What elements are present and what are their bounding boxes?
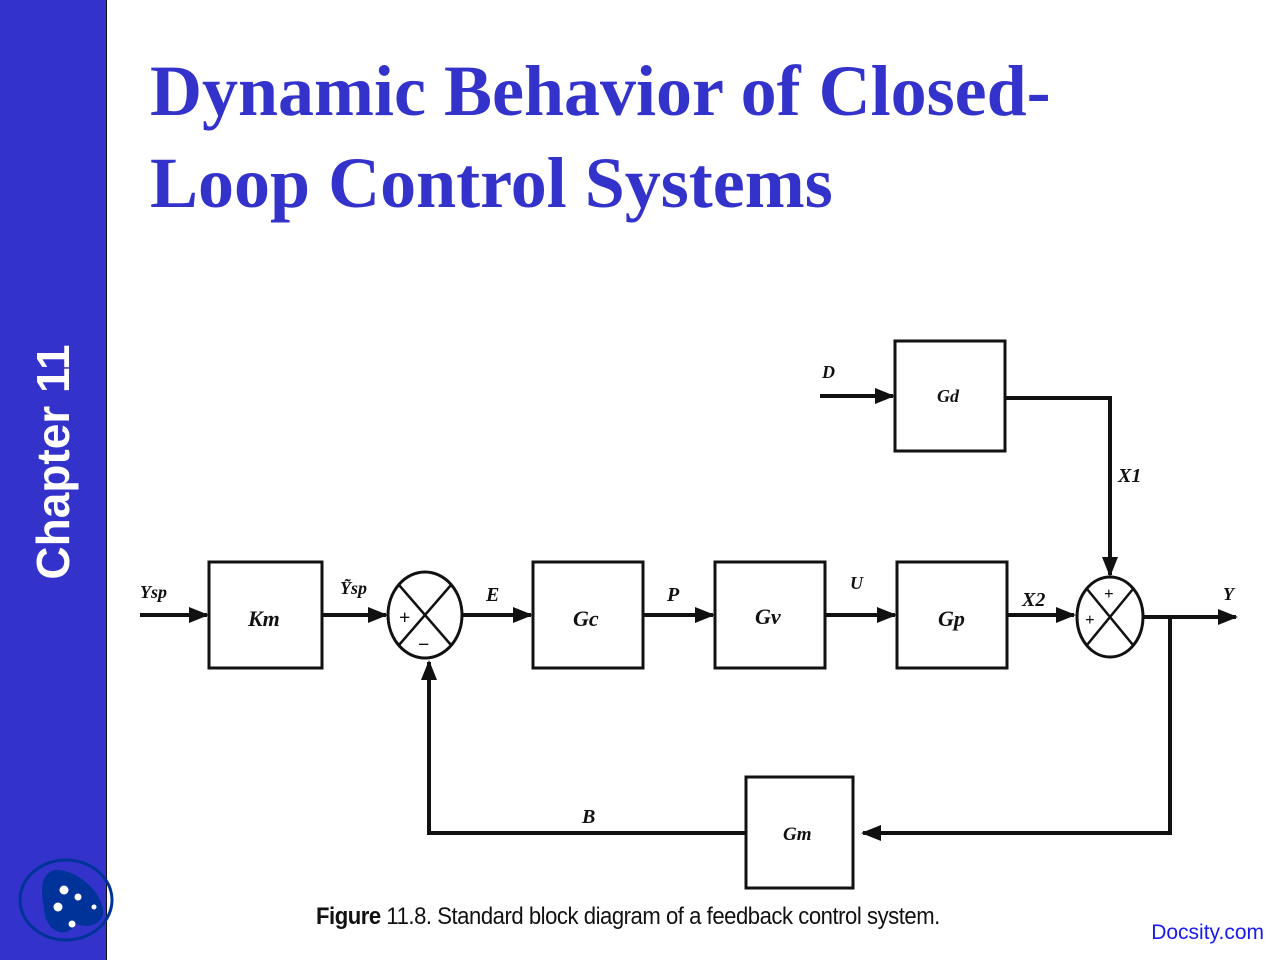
title-line-2: Loop Control Systems: [150, 143, 833, 223]
label-signal-u: U: [850, 573, 864, 593]
signal-line-x1: [1005, 396, 1118, 577]
title-line-1: Dynamic Behavior of Closed-: [150, 51, 1051, 131]
figure-caption: Figure 11.8. Standard block diagram of a…: [316, 903, 940, 931]
label-signal-y: Y: [1223, 584, 1236, 604]
comparator-1-plus-sign: +: [399, 607, 410, 629]
feedback-line-y: [861, 617, 1172, 841]
caption-lead: Figure: [316, 903, 381, 930]
caption-text: 11.8. Standard block diagram of a feedba…: [380, 903, 940, 930]
docsity-watermark-link[interactable]: Docsity.com: [1151, 921, 1264, 944]
label-block-gm: Gm: [783, 824, 812, 845]
comparator-1-minus-sign: −: [418, 634, 429, 656]
label-block-gc: Gc: [573, 606, 599, 631]
label-signal-x1: X1: [1117, 465, 1141, 487]
chapter-sidebar: Chapter 11: [0, 0, 114, 960]
signal-line-b: [421, 660, 746, 835]
comparator-2-top-plus-sign: +: [1104, 584, 1114, 603]
label-signal-d: D: [821, 362, 835, 382]
label-block-gd: Gd: [937, 386, 960, 406]
label-block-gv: Gv: [755, 604, 781, 629]
label-signal-p: P: [666, 584, 680, 606]
label-block-gp: Gp: [938, 606, 965, 631]
label-signal-b: B: [581, 806, 595, 828]
label-signal-x2: X2: [1021, 589, 1045, 611]
comparator-2-left-plus-sign: +: [1085, 610, 1095, 629]
label-signal-e: E: [485, 584, 499, 606]
label-signal-ysp-tilde: Ỹsp: [340, 578, 367, 598]
leaf-logo-icon: [18, 858, 114, 942]
slide-title: Dynamic Behavior of Closed- Loop Control…: [150, 45, 1250, 229]
label-block-km: Km: [247, 606, 280, 631]
label-signal-ysp: Ysp: [140, 582, 167, 602]
